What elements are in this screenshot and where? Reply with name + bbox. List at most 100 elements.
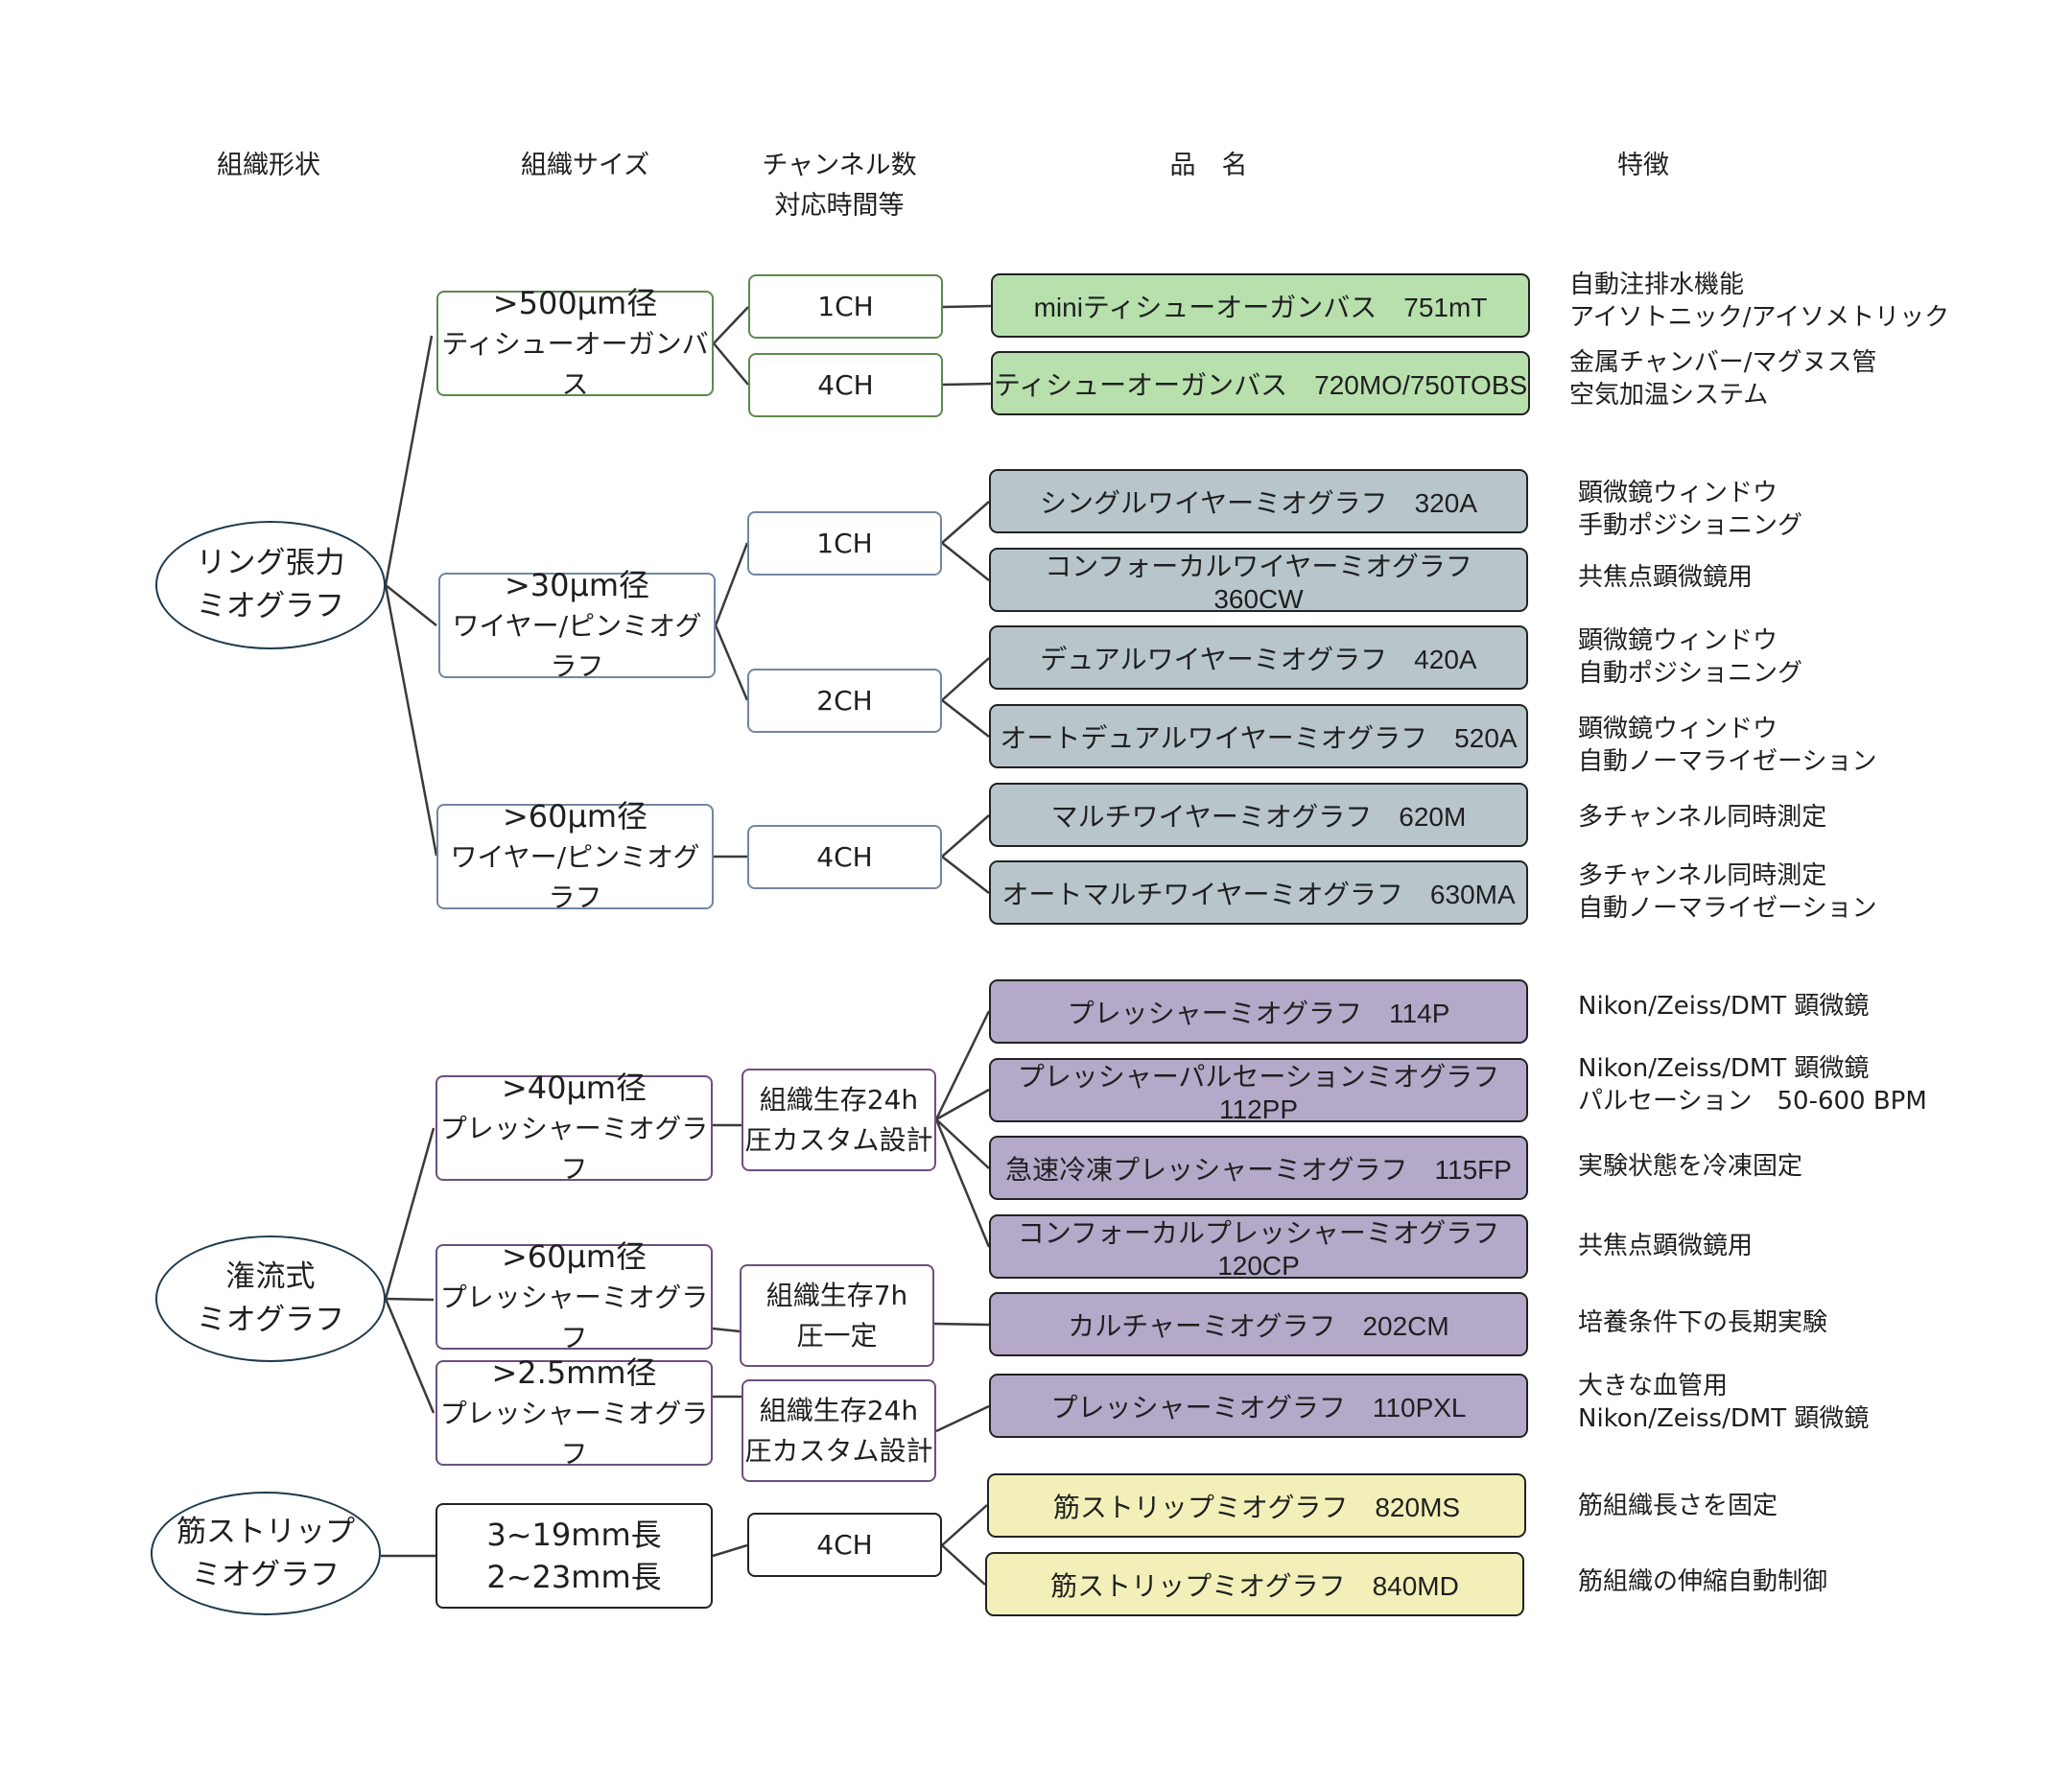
header-features: 特徴 xyxy=(1617,151,1669,180)
channel-label: 圧カスタム設計 xyxy=(744,1123,933,1156)
connector-line xyxy=(933,1322,990,1327)
connector-line xyxy=(935,1404,990,1433)
product-110pxl: プレッシャーミオグラフ 110PXL xyxy=(989,1374,1528,1438)
channel-label: 1CH xyxy=(816,527,873,559)
features-115fp: 実験状態を冷凍固定 xyxy=(1578,1150,1802,1183)
feature-text: Nikon/Zeiss/DMT 顕微鏡 xyxy=(1578,1404,1870,1433)
size-wire-60: >60µm径 ワイヤー/ピンミオグラフ xyxy=(436,798,714,913)
channel-wire-4ch: 4CH xyxy=(747,825,942,889)
connector-line xyxy=(714,624,749,701)
shape-label: ミオグラフ xyxy=(196,1303,345,1337)
feature-text: 筋組織長さを固定 xyxy=(1578,1492,1778,1520)
size-value: >2.5mm径 xyxy=(491,1354,657,1391)
connector-line xyxy=(934,1010,991,1120)
connector-line xyxy=(941,699,990,738)
product-name: 筋ストリップミオグラフ 840MD xyxy=(1050,1570,1459,1601)
connector-line xyxy=(713,342,749,386)
feature-text: 手動ポジショニング xyxy=(1578,511,1803,540)
product-620m: マルチワイヤーミオグラフ 620M xyxy=(989,783,1528,847)
feature-text: Nikon/Zeiss/DMT 顕微鏡 xyxy=(1578,992,1870,1021)
product-112pp: プレッシャーパルセーションミオグラフ 112PP xyxy=(989,1058,1528,1124)
size-type: プレッシャーミオグラフ xyxy=(439,1398,709,1470)
connector-line xyxy=(935,1118,990,1169)
product-115fp: 急速冷凍プレッシャーミオグラフ 115FP xyxy=(989,1136,1528,1200)
size-muscle-strip: 3~19mm長 2~23mm長 xyxy=(436,1503,713,1609)
size-type: ワイヤー/ピンミオグラフ xyxy=(450,841,700,913)
product-name: オートデュアルワイヤーミオグラフ 520A xyxy=(1000,722,1518,753)
connector-line xyxy=(941,1504,988,1546)
size-pressure-40: >40µm径 プレッシャーミオグラフ xyxy=(436,1070,713,1185)
connector-line xyxy=(941,657,990,701)
product-name: ティシューオーガンバス 720MO/750TOBS xyxy=(993,369,1528,400)
connector-line xyxy=(713,306,749,344)
feature-text: 大きな血管用 xyxy=(1578,1372,1729,1400)
product-name: 急速冷凍プレッシャーミオグラフ 115FP xyxy=(1005,1154,1512,1185)
feature-text: 自動ノーマライゼーション xyxy=(1578,894,1877,923)
features-630ma: 多チャンネル同時測定 自動ノーマライゼーション xyxy=(1578,859,1876,925)
feature-text: 培養条件下の長期実験 xyxy=(1578,1308,1828,1337)
connector-line xyxy=(942,382,992,387)
connector-line xyxy=(941,501,990,544)
channel-organ-bath-4ch: 4CH xyxy=(748,353,943,417)
product-name: 筋ストリップミオグラフ 820MS xyxy=(1052,1492,1461,1522)
header-size: 組織サイズ xyxy=(520,151,650,180)
feature-text: 共焦点顕微鏡用 xyxy=(1578,1232,1754,1260)
size-value: 2~23mm長 xyxy=(486,1559,662,1595)
product-360cw: コンフォーカルワイヤーミオグラフ 360CW xyxy=(989,548,1528,614)
channel-strip-4ch: 4CH xyxy=(747,1513,942,1577)
size-type: プレッシャーミオグラフ xyxy=(439,1113,709,1185)
product-320a: シングルワイヤーミオグラフ 320A xyxy=(989,469,1528,533)
product-name: プレッシャーミオグラフ 110PXL xyxy=(1050,1392,1467,1423)
product-name: カルチャーミオグラフ 202CM xyxy=(1068,1310,1449,1341)
connector-line xyxy=(942,304,992,309)
features-520a: 顕微鏡ウィンドウ 自動ノーマライゼーション xyxy=(1578,713,1876,778)
size-type: ワイヤー/ピンミオグラフ xyxy=(452,610,702,682)
size-type: ティシューオーガンバス xyxy=(441,328,709,400)
channel-label: 組織生存7h xyxy=(765,1279,908,1311)
connector-line xyxy=(712,1543,748,1558)
size-type: プレッシャーミオグラフ xyxy=(439,1282,709,1353)
feature-text: 共焦点顕微鏡用 xyxy=(1578,563,1754,592)
size-value: 3~19mm長 xyxy=(486,1517,662,1553)
product-name: コンフォーカルワイヤーミオグラフ 360CW xyxy=(1045,551,1499,614)
feature-text: 空気加温システム xyxy=(1569,381,1769,410)
shape-perfusion: 潅流式 ミオグラフ xyxy=(155,1235,386,1362)
channel-pressure-7h: 組織生存7h 圧一定 xyxy=(740,1264,934,1367)
channel-label: 組織生存24h xyxy=(759,1083,919,1116)
shape-label: リング張力 xyxy=(196,546,345,580)
product-751mt: miniティシューオーガンバス 751mT xyxy=(991,273,1530,338)
connector-line xyxy=(935,1088,990,1121)
connector-line xyxy=(384,1127,436,1300)
features-360cw: 共焦点顕微鏡用 xyxy=(1578,561,1753,594)
connector-line xyxy=(941,1544,986,1586)
channel-label: 2CH xyxy=(816,684,873,717)
shape-ring-tension: リング張力 ミオグラフ xyxy=(155,521,386,649)
feature-text: 自動ポジショニング xyxy=(1578,659,1803,688)
features-820ms: 筋組織長さを固定 xyxy=(1578,1490,1778,1522)
feature-text: パルセーション 50-600 BPM xyxy=(1578,1087,1927,1116)
product-630ma: オートマルチワイヤーミオグラフ 630MA xyxy=(989,860,1528,925)
connector-line xyxy=(714,542,749,626)
header-product: 品 名 xyxy=(1169,151,1248,180)
product-420a: デュアルワイヤーミオグラフ 420A xyxy=(989,625,1528,690)
product-820ms: 筋ストリップミオグラフ 820MS xyxy=(987,1473,1526,1538)
connector-line xyxy=(941,542,990,581)
features-112pp: Nikon/Zeiss/DMT 顕微鏡 パルセーション 50-600 BPM xyxy=(1578,1052,1927,1118)
features-751mt: 自動注排水機能 アイソトニック/アイソメトリック xyxy=(1569,269,1949,334)
product-202cm: カルチャーミオグラフ 202CM xyxy=(989,1292,1528,1356)
feature-text: 多チャンネル同時測定 xyxy=(1578,861,1827,890)
connector-line xyxy=(941,814,990,858)
size-value: >60µm径 xyxy=(502,798,648,835)
shape-label: 潅流式 xyxy=(225,1259,316,1294)
size-pressure-60: >60µm径 プレッシャーミオグラフ xyxy=(436,1238,713,1353)
feature-text: 顕微鏡ウィンドウ xyxy=(1578,715,1778,743)
size-wire-30: >30µm径 ワイヤー/ピンミオグラフ xyxy=(438,567,716,682)
connector-line xyxy=(385,584,437,626)
product-name: プレッシャーパルセーションミオグラフ 112PP xyxy=(1017,1061,1527,1124)
features-840md: 筋組織の伸縮自動制御 xyxy=(1578,1565,1827,1598)
product-720mo: ティシューオーガンバス 720MO/750TOBS xyxy=(991,351,1530,415)
features-720mo: 金属チャンバー/マグヌス管 空気加温システム xyxy=(1569,346,1877,412)
features-320a: 顕微鏡ウィンドウ 手動ポジショニング xyxy=(1578,477,1802,542)
channel-label: 組織生存24h xyxy=(759,1394,919,1426)
feature-text: 顕微鏡ウィンドウ xyxy=(1578,479,1778,507)
